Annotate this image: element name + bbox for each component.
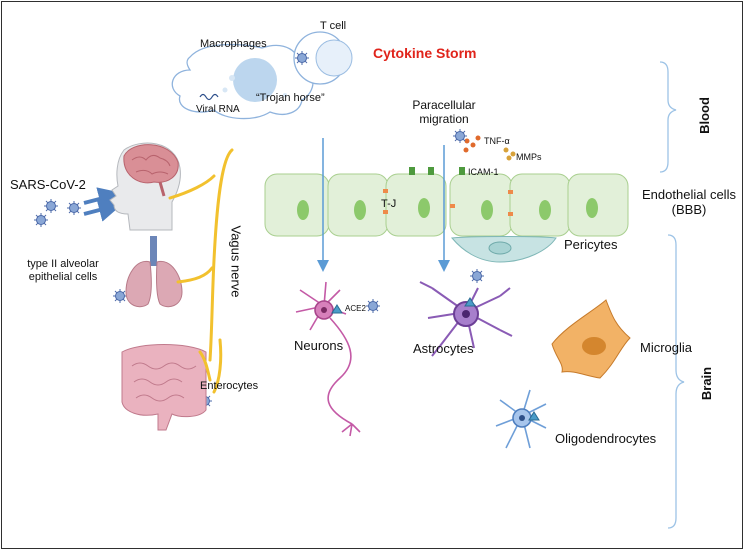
t-cell-label: T cell xyxy=(320,20,347,32)
virus-icon xyxy=(469,268,485,284)
mmps-label: MMPs xyxy=(516,152,542,162)
neurons-label: Neurons xyxy=(294,338,344,353)
trojan-horse-label: “Trojan horse” xyxy=(256,92,325,104)
virus-icon xyxy=(33,212,49,228)
macrophages-label: Macrophages xyxy=(200,38,267,50)
brain-bracket xyxy=(667,234,685,529)
mmp-dots xyxy=(503,147,516,161)
microglia xyxy=(551,299,631,379)
neuron xyxy=(295,281,361,437)
cytokine-storm-label: Cytokine Storm xyxy=(373,45,477,61)
vagus-nerve xyxy=(168,148,234,394)
astrocytes-label: Astrocytes xyxy=(413,341,474,356)
lungs xyxy=(125,236,183,308)
ace2-label: ACE2 xyxy=(345,304,366,313)
microglia-label: Microglia xyxy=(640,340,693,355)
virus-icon xyxy=(365,298,381,314)
pericytes-label: Pericytes xyxy=(564,237,618,252)
tnf-dots xyxy=(463,135,481,153)
virus-icon xyxy=(452,128,468,144)
sars-cov-2-label: SARS-CoV-2 xyxy=(10,177,86,192)
tj-label: T-J xyxy=(381,198,397,210)
icam1-label: ICAM-1 xyxy=(468,167,499,177)
intestines xyxy=(121,344,207,431)
tnf-alpha-label: TNF-α xyxy=(484,136,510,146)
endothelial-cells-label: Endothelial cells (BBB) xyxy=(642,187,736,217)
paracellular-migration-label: Paracellular migration xyxy=(412,98,476,126)
viral-rna-label: Viral RNA xyxy=(196,104,240,115)
t-cell xyxy=(293,31,353,85)
macrophage-cell xyxy=(171,43,314,120)
blood-bracket xyxy=(659,61,677,173)
endothelium xyxy=(264,167,629,237)
virus-icon xyxy=(66,200,82,216)
pericyte xyxy=(451,236,557,263)
brain-label: Brain xyxy=(699,366,715,401)
oligodendrocytes-label: Oligodendrocytes xyxy=(555,431,657,446)
virus-icon xyxy=(43,198,59,214)
astrocyte xyxy=(419,281,513,357)
virus-icon xyxy=(112,288,128,304)
enterocytes-label: Enterocytes xyxy=(200,380,259,392)
vagus-nerve-label: Vagus nerve xyxy=(228,225,244,298)
type2-cells-label: type II alveolar epithelial cells xyxy=(27,258,99,283)
blood-label: Blood xyxy=(696,97,712,134)
oligodendrocyte xyxy=(495,389,547,449)
human-head xyxy=(109,142,181,231)
